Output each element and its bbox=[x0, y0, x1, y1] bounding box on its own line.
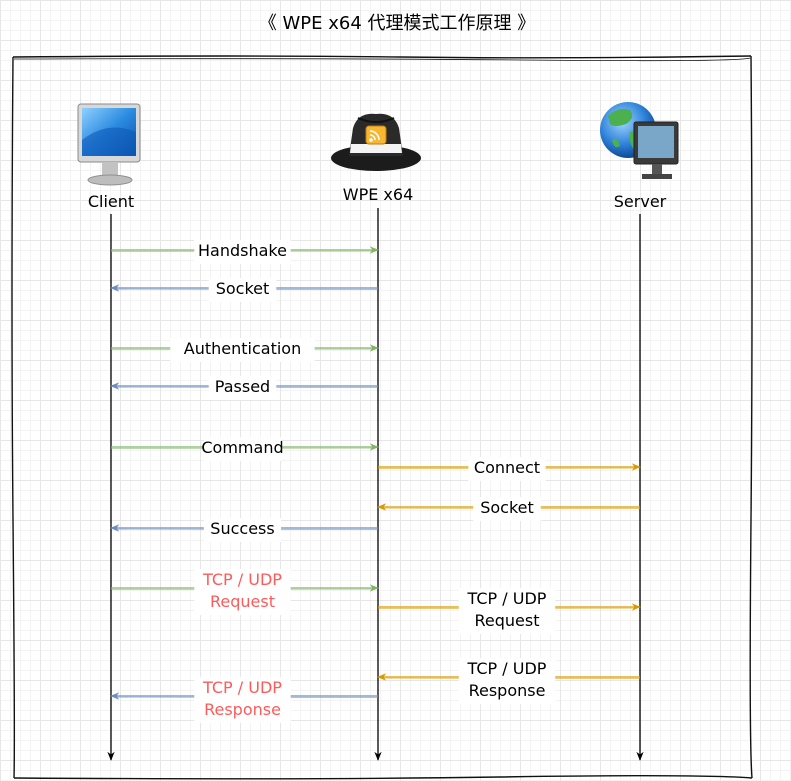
message-9: TCP / UDP Request bbox=[110, 569, 379, 615]
label-background bbox=[208, 376, 277, 400]
message-6: Connect bbox=[377, 457, 641, 481]
message-3: Authentication bbox=[110, 338, 379, 362]
message-label: Success bbox=[210, 519, 274, 538]
message-1: Handshake bbox=[110, 240, 379, 264]
message-label: TCP / UDP bbox=[202, 678, 282, 697]
message-12: TCP / UDP Response bbox=[110, 677, 379, 723]
message-label: TCP / UDP bbox=[467, 659, 547, 678]
message-5: Command bbox=[110, 437, 379, 461]
message-label: Response bbox=[469, 681, 546, 700]
label-background bbox=[170, 338, 315, 362]
message-label: Handshake bbox=[198, 241, 287, 260]
message-label: Command bbox=[201, 438, 283, 457]
node-label-client: Client bbox=[88, 192, 134, 211]
messages: HandshakeSocketAuthenticationPassedComma… bbox=[110, 240, 641, 723]
message-label: Response bbox=[204, 700, 281, 719]
frame bbox=[11, 55, 753, 780]
message-label: Request bbox=[210, 592, 275, 611]
globe-server-icon bbox=[600, 102, 679, 179]
message-10: TCP / UDP Request bbox=[377, 588, 641, 634]
label-background bbox=[208, 278, 277, 302]
label-background bbox=[203, 518, 282, 542]
lifelines bbox=[107, 208, 644, 761]
message-7: Socket bbox=[377, 497, 641, 521]
message-label: TCP / UDP bbox=[467, 589, 547, 608]
label-background bbox=[458, 588, 556, 634]
message-11: TCP / UDP Response bbox=[377, 658, 641, 704]
message-label: Socket bbox=[216, 279, 270, 298]
label-background bbox=[194, 569, 291, 615]
message-label: Socket bbox=[480, 498, 534, 517]
label-background bbox=[468, 457, 546, 481]
label-background bbox=[194, 677, 291, 723]
message-2: Socket bbox=[110, 278, 379, 302]
label-background bbox=[194, 240, 291, 264]
message-label: Passed bbox=[215, 377, 270, 396]
label-background bbox=[458, 658, 556, 704]
monitor-icon bbox=[77, 103, 141, 186]
message-label: Authentication bbox=[184, 339, 301, 358]
fedora-hat-icon bbox=[331, 113, 421, 171]
message-label: TCP / UDP bbox=[202, 570, 282, 589]
node-label-proxy: WPE x64 bbox=[343, 185, 414, 204]
message-8: Success bbox=[110, 518, 379, 542]
label-background bbox=[473, 497, 541, 521]
message-label: Connect bbox=[474, 458, 540, 477]
label-background bbox=[203, 437, 282, 461]
node-label-server: Server bbox=[614, 192, 667, 211]
message-label: Request bbox=[475, 611, 540, 630]
message-4: Passed bbox=[110, 376, 379, 400]
diagram-title: 《 WPE x64 代理模式工作原理 》 bbox=[259, 13, 535, 34]
